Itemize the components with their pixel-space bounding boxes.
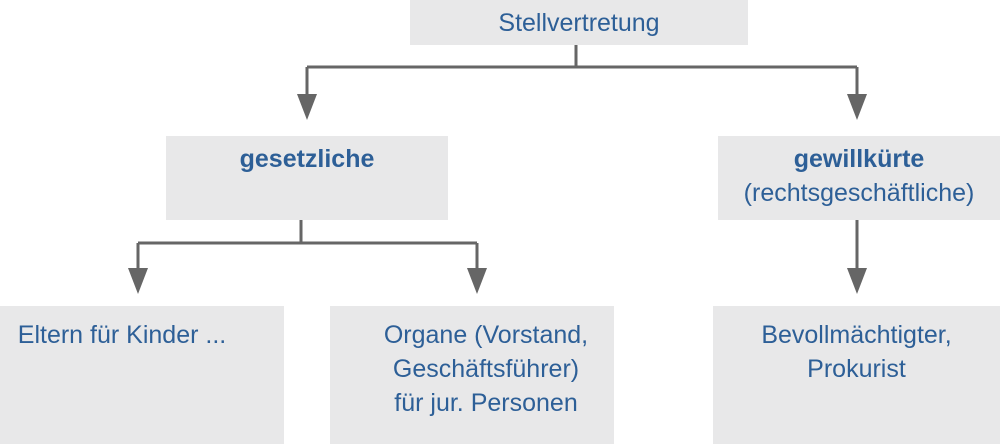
node-eltern: Eltern für Kinder ... xyxy=(0,306,284,444)
node-stellvertretung: Stellvertretung xyxy=(410,0,748,45)
node-organe-line-1: Organe (Vorstand, xyxy=(383,321,589,349)
arrowhead-gewillkuert xyxy=(847,94,867,120)
node-organe-line-2: Geschäftsführer) xyxy=(392,355,580,383)
node-bevollmaechtigter-line-2: Prokurist xyxy=(807,355,906,383)
arrowhead-organe xyxy=(467,268,487,294)
node-gesetzliche: gesetzliche xyxy=(166,136,448,220)
node-gewillkuerte-label: gewillkürte xyxy=(793,145,925,173)
node-gesetzliche-label: gesetzliche xyxy=(239,145,375,173)
arrowhead-eltern xyxy=(128,268,148,294)
node-stellvertretung-label: Stellvertretung xyxy=(498,8,660,37)
arrowhead-bevollmaechtigter xyxy=(847,268,867,294)
node-gewillkuerte-sublabel: (rechtsgeschäftliche) xyxy=(743,179,975,207)
node-organe-line-3: für jur. Personen xyxy=(394,389,578,417)
node-eltern-label: Eltern für Kinder ... xyxy=(17,321,227,349)
node-gewillkuerte: gewillkürte (rechtsgeschäftliche) xyxy=(718,136,1000,220)
arrowhead-gesetzlich xyxy=(297,94,317,120)
node-bevollmaechtigter: Bevollmächtigter, Prokurist xyxy=(713,306,1000,444)
node-bevollmaechtigter-line-1: Bevollmächtigter, xyxy=(761,321,952,349)
node-organe: Organe (Vorstand, Geschäftsführer) für j… xyxy=(330,306,614,444)
